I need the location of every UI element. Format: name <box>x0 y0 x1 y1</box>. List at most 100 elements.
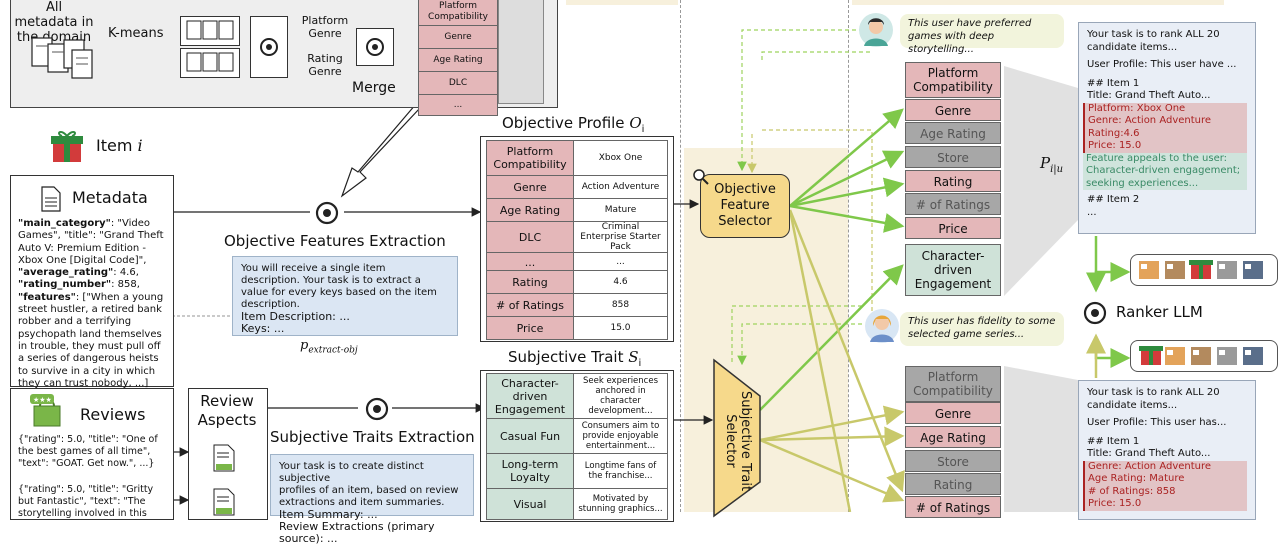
metadata-line: "main_category": "Video <box>18 218 151 229</box>
card-highlight: Platform: Xbox One Genre: Action Adventu… <box>1083 102 1247 153</box>
cluster-docs-icon-1 <box>180 16 240 46</box>
card-price: Price: 15.0 <box>1088 140 1142 151</box>
metadata-line: Games", "title": "Grand Theft <box>18 230 164 242</box>
metadata-line: "average_rating": 4.6, <box>18 267 139 279</box>
docs-icon <box>30 36 94 86</box>
metadata-line: street hustler, a retired bank <box>18 304 162 316</box>
prompt-card-2: Your task is to rank ALL 20 candidate it… <box>1078 380 1256 520</box>
metadata-box <box>10 175 174 387</box>
merged-key: ... <box>418 95 498 116</box>
metadata-line: "features": ["When a young <box>18 291 164 303</box>
trait-value: Seek experiences anchored in character d… <box>573 373 668 419</box>
metadata-key: "features" <box>18 291 76 303</box>
item-label: Item i <box>96 136 143 155</box>
merged-values-column <box>498 0 544 104</box>
feature-chip: Rating <box>905 473 1001 495</box>
kmeans-label: K-means <box>108 26 164 41</box>
reviews-box <box>10 388 174 520</box>
card-item-heading: ## Item 1 <box>1087 77 1140 89</box>
subjective-prompt-line: Review Extractions (primary source): ... <box>279 520 435 545</box>
feature-chip: Rating <box>905 170 1001 192</box>
review-aspects-title: Review Aspects <box>197 392 257 429</box>
trait-key: Long-term Loyalty <box>486 453 574 489</box>
ranked-items-2 <box>1130 340 1278 372</box>
profile-key: Age Rating <box>486 198 574 222</box>
rating-genre-label: Rating Genre <box>307 52 343 78</box>
objective-prompt-line: description. <box>241 299 300 310</box>
subjective-extraction-title: Subjective Traits Extraction <box>270 428 475 446</box>
subjective-trait-title: Subjective Trait Si <box>508 348 642 369</box>
profile-key: Rating <box>486 270 574 294</box>
card-platform: Platform: Xbox One <box>1088 102 1186 114</box>
metadata-line: robber and a terrifying <box>18 316 132 328</box>
feature-chip: # of Ratings <box>905 193 1001 215</box>
arrows-layer <box>92 29 1131 512</box>
profile-value: Xbox One <box>573 140 668 176</box>
feature-chip: # of Ratings <box>905 496 1001 518</box>
openai-icon-cluster <box>250 16 288 78</box>
openai-icon-merge <box>356 28 394 66</box>
subjective-selector-shape <box>713 358 761 518</box>
metadata-line: Xbox One [Digital Code]", <box>18 254 147 266</box>
trait-key: Visual <box>486 488 574 520</box>
profile-value: ... <box>573 252 668 272</box>
merged-key: Age Rating <box>418 49 498 72</box>
review-2: {"rating": 5.0, "title": "Gritty but Fan… <box>18 484 154 519</box>
profile-key: # of Ratings <box>486 293 574 317</box>
prompt-card-1: Your task is to rank ALL 20 candidate it… <box>1078 22 1256 234</box>
merged-key: Genre <box>418 26 498 49</box>
card-ratings: # of Ratings: 858 <box>1088 485 1176 497</box>
feature-chip: Genre <box>905 99 1001 121</box>
card-age: Age Rating: Mature <box>1088 473 1185 484</box>
trait-value: Consumers aim to provide enjoyable enter… <box>573 418 668 454</box>
metadata-key: "average_rating" <box>18 267 114 279</box>
review-1: {"rating": 5.0, "title": "One of the bes… <box>18 434 158 469</box>
card-item-heading: ## Item 1 <box>1087 435 1140 447</box>
card-appeal-text: Character-driven engagement; seeking exp… <box>1086 165 1241 189</box>
ranked-items-1 <box>1130 254 1278 286</box>
trait-key: Character-driven Engagement <box>486 373 574 419</box>
card-intro: Your task is to rank ALL 20 candidate it… <box>1087 29 1220 53</box>
card-more: ... <box>1087 206 1097 218</box>
card-profile: User Profile: This user have ... <box>1087 59 1237 70</box>
feature-chip: Platform Compatibility <box>905 366 1001 402</box>
card-intro: Your task is to rank ALL 20 candidate it… <box>1087 387 1220 411</box>
card-profile: User Profile: This user has... <box>1087 417 1227 428</box>
metadata-title: Metadata <box>72 188 148 207</box>
profile-key: Price <box>486 316 574 340</box>
card-rating: Rating:4.6 <box>1088 127 1140 139</box>
openai-icon-ranker <box>1080 298 1110 332</box>
profile-value: 858 <box>573 293 668 317</box>
merge-label: Merge <box>352 80 396 96</box>
objective-extraction-title: Objective Features Extraction <box>224 232 446 250</box>
top-band-right <box>852 0 1224 5</box>
metadata-line: a series of dangerous heists <box>18 353 159 365</box>
user2-speech: This user has fidelity to some selected … <box>900 312 1064 346</box>
profile-value: 15.0 <box>573 316 668 340</box>
subjective-prompt-line: Item Summary: ... <box>279 508 378 521</box>
ranker-label: Ranker LLM <box>1116 303 1203 321</box>
metadata-line: "rating_number": 858, <box>18 279 140 291</box>
objective-prompt: You will receive a single item descripti… <box>232 256 458 336</box>
feature-chip: Platform Compatibility <box>905 62 1001 98</box>
metadata-key: "main_category" <box>18 218 111 229</box>
trait-key: Casual Fun <box>486 418 574 454</box>
subjective-prompt: Your task is to create distinct subjecti… <box>270 454 474 545</box>
card-appeal: Feature appeals to the user: Character-d… <box>1083 152 1247 190</box>
gift-icon <box>50 128 84 168</box>
card-appeal-label: Feature appeals to the user: <box>1086 152 1228 164</box>
magnifier-icon <box>692 168 710 190</box>
card-genre: Genre: Action Adventure <box>1088 115 1212 126</box>
trait-chip: Character-driven Engagement <box>905 244 1001 296</box>
metadata-line: they can trust nobody, ...] <box>18 377 149 389</box>
metadata-line: Auto V: Premium Edition - <box>18 242 147 254</box>
